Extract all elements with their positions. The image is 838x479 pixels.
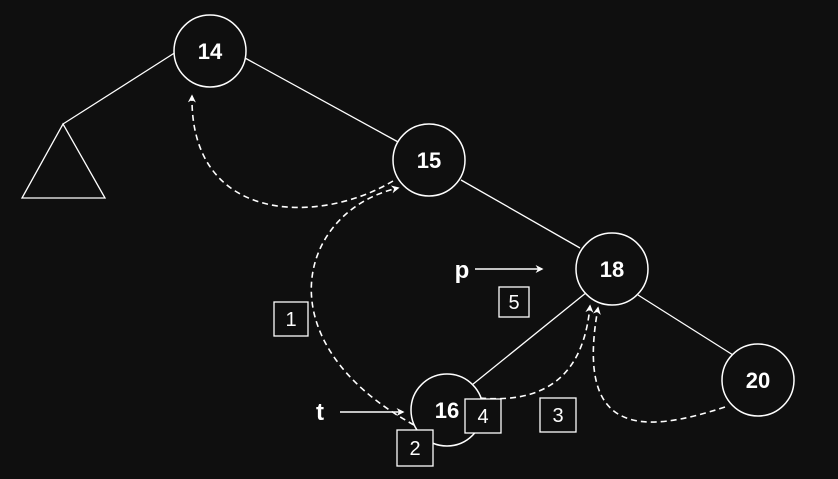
- node-15-label: 15: [417, 148, 441, 173]
- node-14-label: 14: [198, 39, 223, 64]
- pointer-label-p: p: [455, 257, 470, 284]
- edge-18-16: [466, 291, 588, 390]
- step-box-4: 4: [464, 398, 502, 434]
- dashed-path-15-to-14: [187, 94, 394, 209]
- node-14: 14: [173, 14, 247, 88]
- step-box-5-label: 5: [508, 292, 519, 314]
- node-20-label: 20: [746, 368, 770, 393]
- edge-14-subtree: [62, 51, 177, 125]
- pointer-label-t: t: [316, 399, 324, 426]
- dashed-path-16-to-18: [479, 304, 594, 400]
- edge-15-18: [460, 179, 581, 249]
- dashed-path-16-to-15: [310, 185, 415, 426]
- dashed-path-20-to-18: [592, 306, 726, 423]
- node-20: 20: [721, 343, 795, 417]
- step-box-3-label: 3: [552, 405, 563, 427]
- subtree-triangle: [20, 122, 107, 199]
- step-box-2-label: 2: [409, 438, 420, 460]
- node-18: 18: [575, 232, 649, 306]
- step-box-4-label: 4: [477, 406, 488, 428]
- edge-14-15: [244, 57, 401, 144]
- step-box-2: 2: [396, 429, 434, 467]
- step-box-3: 3: [539, 397, 577, 433]
- step-box-1: 1: [273, 301, 309, 337]
- node-18-label: 18: [600, 257, 624, 282]
- step-box-5: 5: [498, 286, 530, 318]
- edge-18-20: [637, 294, 734, 356]
- node-15: 15: [392, 123, 466, 197]
- node-16-label: 16: [435, 398, 459, 423]
- step-box-1-label: 1: [285, 309, 296, 331]
